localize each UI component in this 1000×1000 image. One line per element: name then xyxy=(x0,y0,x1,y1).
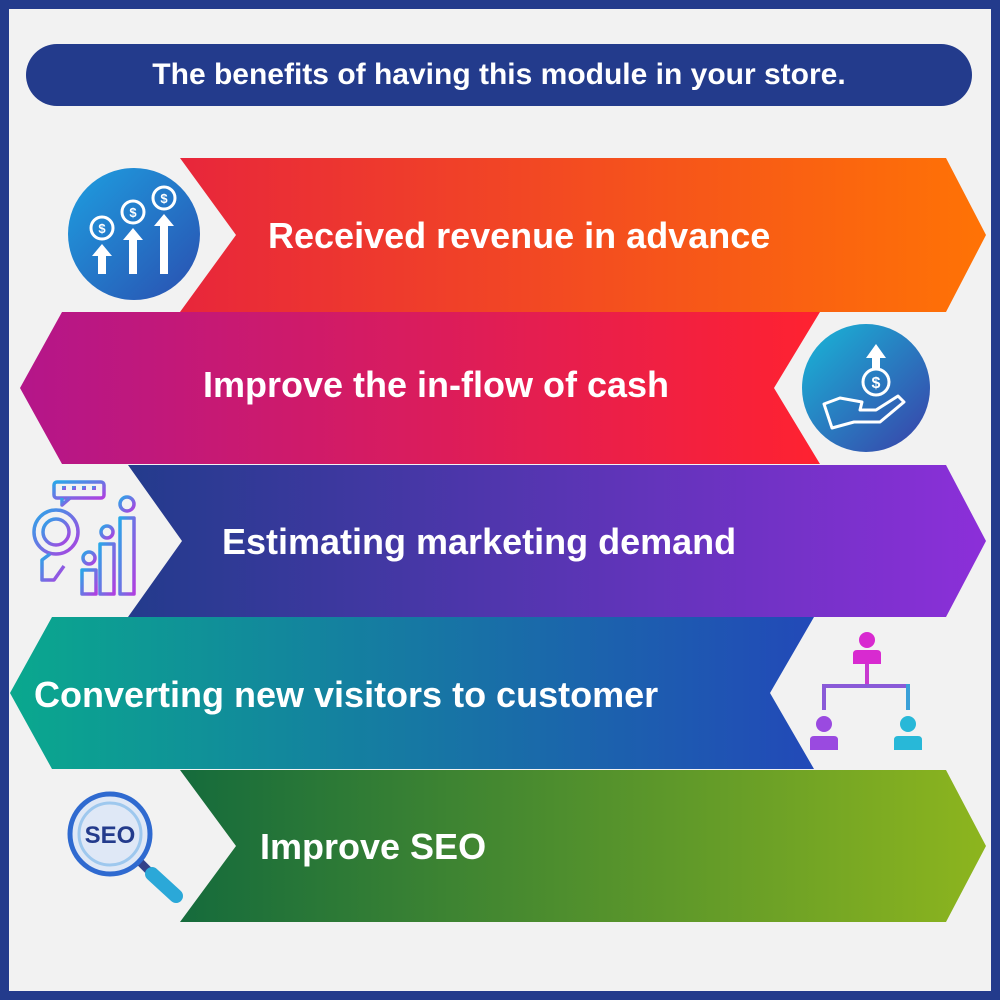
revenue-growth-icon: $ $ $ xyxy=(66,166,202,307)
benefit-band-cash xyxy=(20,312,820,464)
referral-network-icon xyxy=(806,630,928,759)
seo-magnifier-icon: SEO xyxy=(64,790,188,911)
benefit-label-conversion: Converting new visitors to customer xyxy=(34,674,659,715)
benefit-band-conversion xyxy=(10,617,814,769)
market-research-icon xyxy=(20,478,146,607)
benefit-label-seo: Improve SEO xyxy=(260,826,487,867)
cash-inflow-hand-icon: $ xyxy=(800,322,932,459)
svg-text:$: $ xyxy=(160,191,168,206)
benefit-label-revenue: Received revenue in advance xyxy=(268,215,771,256)
svg-text:$: $ xyxy=(98,221,106,236)
benefit-label-marketing: Estimating marketing demand xyxy=(222,521,737,562)
benefit-band-marketing xyxy=(128,465,986,617)
page-title: The benefits of having this module in yo… xyxy=(152,58,846,91)
svg-text:$: $ xyxy=(872,375,881,392)
svg-text:SEO: SEO xyxy=(85,822,136,849)
benefit-band-revenue xyxy=(180,158,986,312)
benefit-label-cash: Improve the in-flow of cash xyxy=(203,364,670,405)
svg-text:$: $ xyxy=(129,205,137,220)
benefit-band-seo xyxy=(180,770,986,922)
title-banner: The benefits of having this module in yo… xyxy=(26,44,972,106)
